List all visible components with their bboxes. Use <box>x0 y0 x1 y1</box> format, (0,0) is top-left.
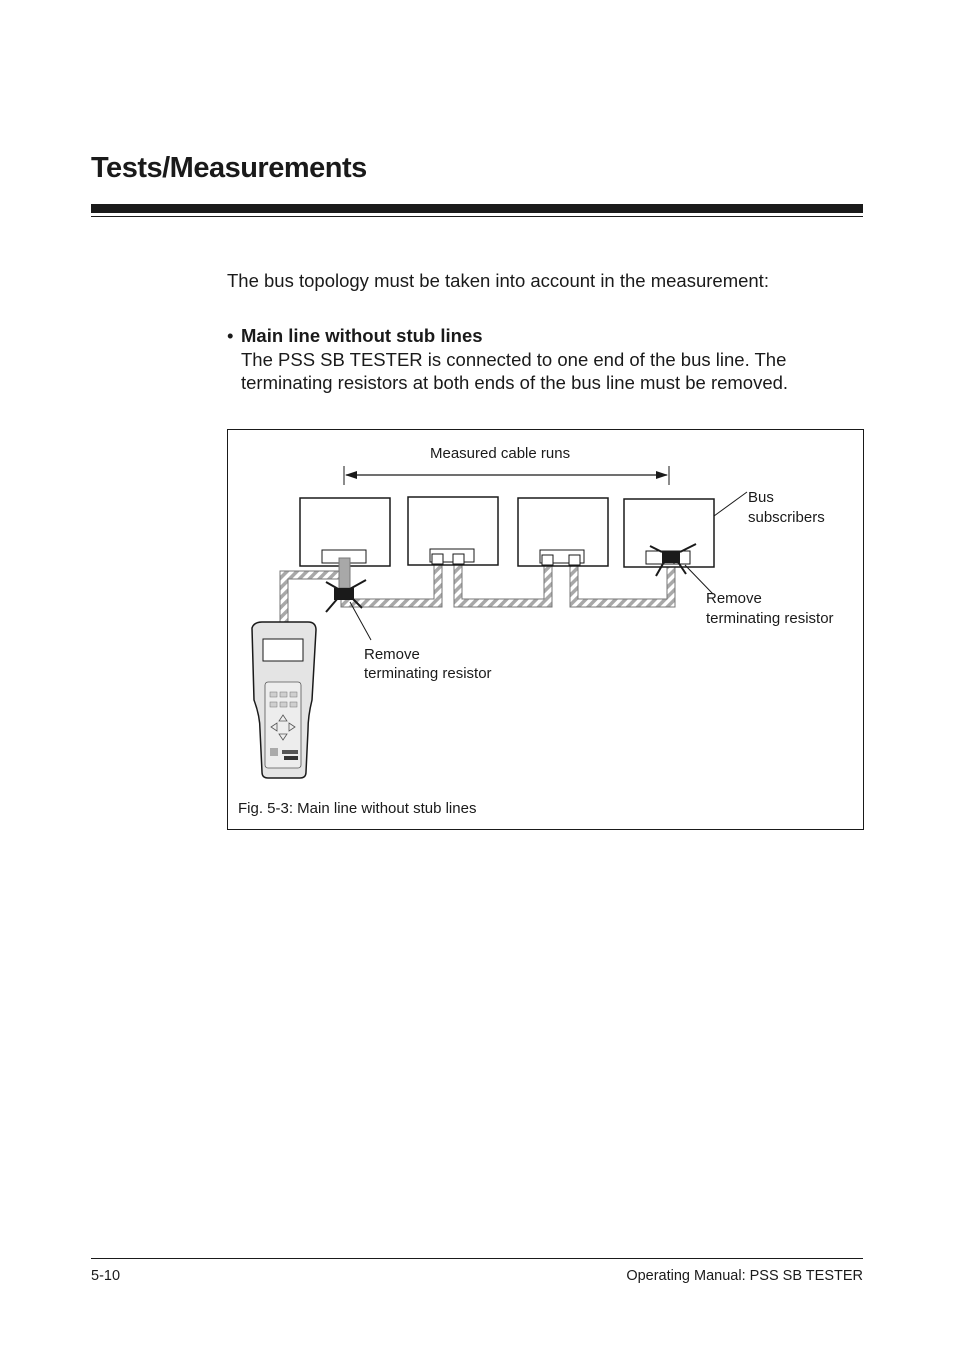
heading-rule-thin <box>91 216 863 217</box>
leader-bus-subscribers <box>713 491 748 517</box>
bullet-marker: • <box>227 325 234 346</box>
bullet-title: Main line without stub lines <box>241 325 483 346</box>
figure-caption: Fig. 5-3: Main line without stub lines <box>238 800 477 817</box>
measured-runs-arrow <box>343 466 670 485</box>
figure-main-line: Measured cable runs Bus subscribers Remo… <box>227 429 864 830</box>
remove-resistor-left-line1: Remove <box>364 646 420 663</box>
heading-rule-thick <box>91 204 863 213</box>
bullet-text: The PSS SB TESTER is connected to one en… <box>241 348 789 394</box>
intro-paragraph: The bus topology must be taken into acco… <box>227 270 769 291</box>
terminating-resistor-left-crossed <box>325 579 367 613</box>
page-number: 5-10 <box>91 1268 121 1284</box>
remove-resistor-right-line2: terminating resistor <box>706 610 834 627</box>
manual-title: Operating Manual: PSS SB TESTER <box>626 1268 863 1284</box>
bus-subscribers-label-line2: subscribers <box>748 509 825 526</box>
leader-remove-left <box>349 601 372 641</box>
terminating-resistor-right-crossed <box>649 543 697 577</box>
bus-subscriber-2 <box>407 496 499 566</box>
bus-subscriber-3 <box>517 497 609 567</box>
bus-subscribers-label-line1: Bus <box>748 489 774 506</box>
leader-remove-right <box>684 564 714 595</box>
remove-resistor-right-line1: Remove <box>706 590 762 607</box>
bullet-item: • Main line without stub lines The PSS S… <box>227 324 867 395</box>
footer-rule <box>91 1258 863 1259</box>
measured-cable-runs-label: Measured cable runs <box>430 445 571 462</box>
remove-resistor-left-line2: terminating resistor <box>364 665 492 682</box>
bus-topology-diagram <box>251 466 748 779</box>
page-heading: Tests/Measurements <box>91 152 367 184</box>
pss-sb-tester-device <box>251 621 317 779</box>
